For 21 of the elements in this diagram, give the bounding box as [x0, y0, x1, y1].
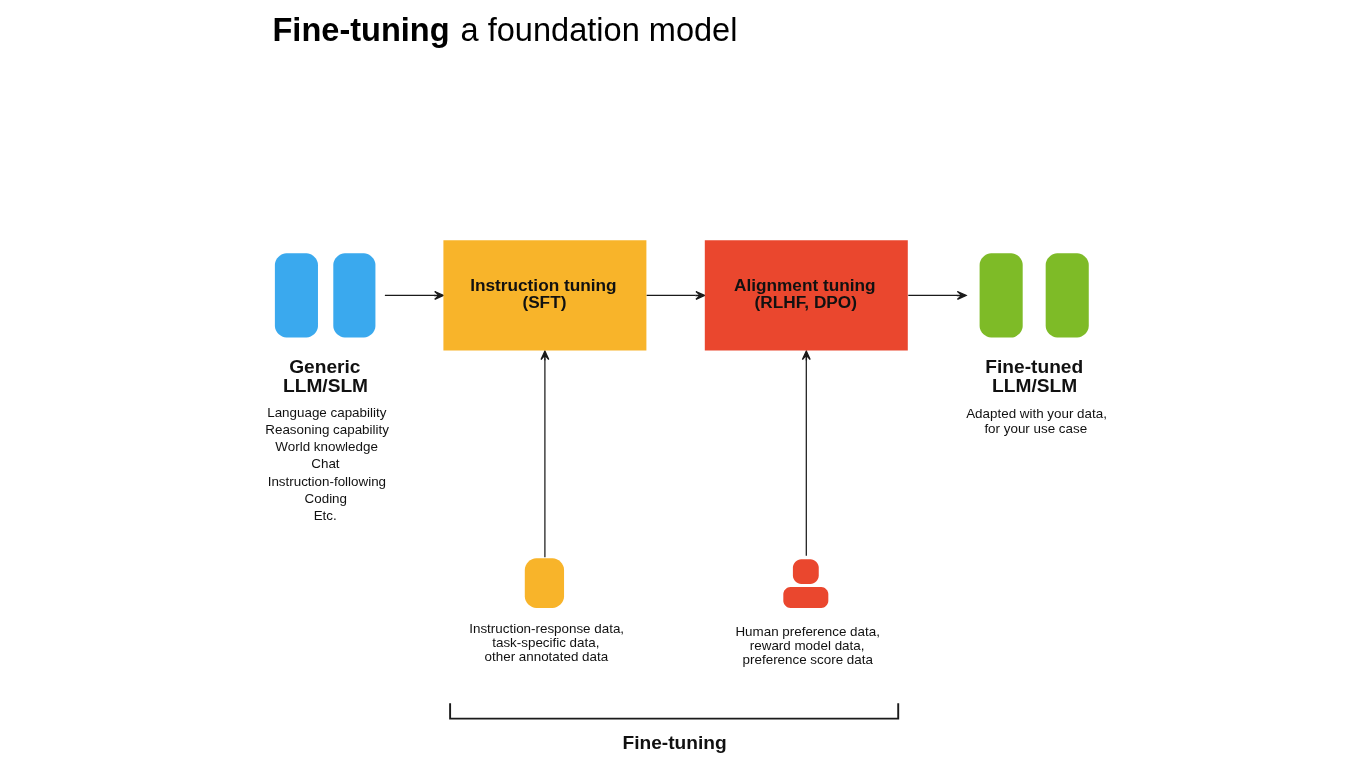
node-label: Language capability	[266, 404, 386, 420]
node-box: Instruction tuning (SFT)	[442, 240, 646, 351]
arrow	[801, 350, 811, 557]
node-label: Chat	[310, 456, 340, 472]
node-label: World knowledge	[274, 439, 378, 455]
node-label: Instruction-following	[267, 473, 386, 489]
label: Fine-tuning	[621, 732, 727, 754]
node-box: Alignment tuning (RLHF, DPO)	[704, 240, 908, 351]
node-label: Etc.	[313, 508, 337, 524]
node-label: Reasoning capability	[264, 421, 389, 437]
node-label: Human preference data, reward model data, preference score data	[734, 623, 880, 668]
node-label: Coding	[304, 490, 347, 506]
node-label: Generic LLM/SLM	[282, 355, 368, 397]
node-label: Instruction-response data, task-specific data, other annotated data	[468, 620, 624, 665]
node-box	[524, 558, 564, 609]
arrow	[539, 350, 549, 558]
diagram-title: Fine-tuning a foundation model	[271, 11, 737, 48]
node-label: Adapted with your data, for your use case	[965, 406, 1107, 436]
node-label: Fine-tuned LLM/SLM	[984, 355, 1083, 397]
arrow	[907, 290, 967, 300]
arrow	[645, 290, 705, 300]
